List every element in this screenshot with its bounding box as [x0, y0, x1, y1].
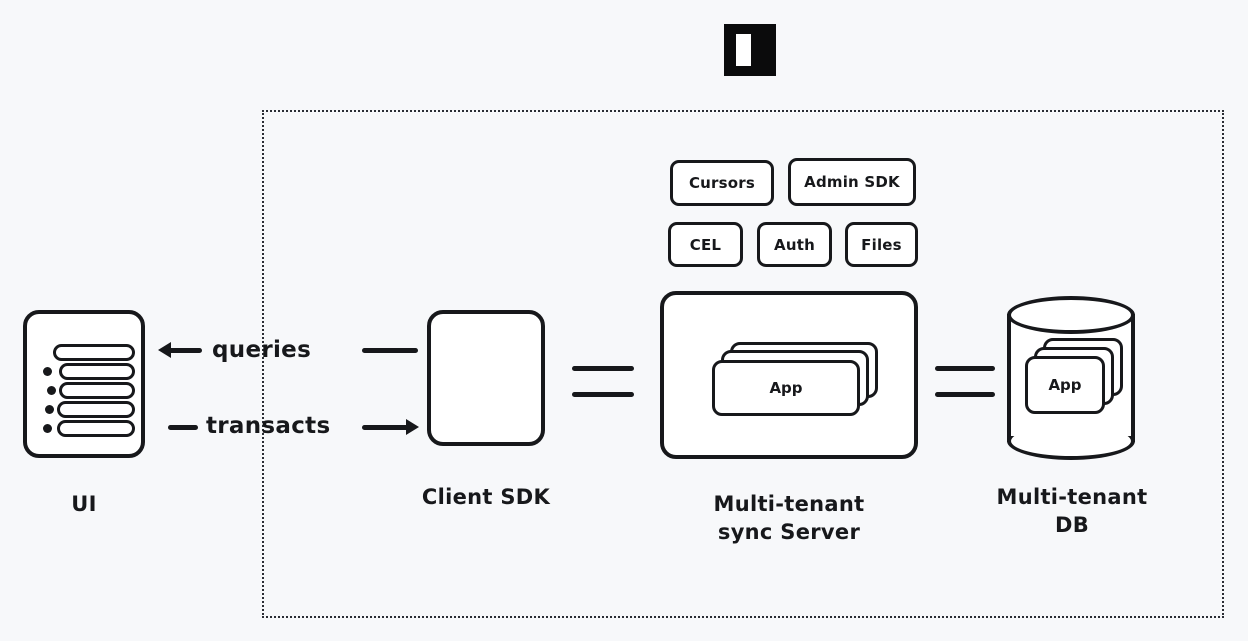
transacts-edge-segment-left — [168, 425, 198, 430]
feature-chip-cel[interactable]: CEL — [668, 222, 743, 267]
list-bar — [53, 344, 135, 361]
feature-chip-label: Admin SDK — [804, 173, 900, 191]
platform-boundary — [262, 110, 1224, 618]
node-sync-server[interactable]: App — [660, 291, 918, 459]
node-ui[interactable] — [23, 310, 145, 458]
feature-chip-label: Files — [861, 235, 902, 254]
list-bullet-dot — [47, 386, 56, 395]
app-card-stack: App — [712, 342, 878, 416]
cylinder-top-ellipse — [1007, 296, 1135, 334]
feature-chip-label: CEL — [689, 235, 722, 254]
list-bar — [57, 401, 135, 418]
queries-edge-segment-left — [168, 348, 202, 353]
app-card-front: App — [1025, 356, 1105, 414]
list-bar — [57, 420, 135, 437]
queries-edge-segment-right — [362, 348, 418, 353]
edge-label-queries: queries — [212, 337, 312, 363]
connector-client-server-top — [572, 366, 634, 371]
connector-server-db-top — [935, 366, 995, 371]
list-document-icon — [43, 344, 135, 437]
instantdb-logo-icon — [724, 24, 776, 76]
list-row — [43, 363, 135, 380]
node-multi-tenant-db[interactable]: App — [1007, 296, 1135, 460]
connector-server-db-bottom — [935, 392, 995, 397]
list-bullet-dot — [43, 424, 52, 433]
logo-bar — [736, 34, 751, 66]
list-row — [43, 382, 135, 399]
transacts-edge-segment-right — [362, 425, 410, 430]
feature-chip-admin-sdk[interactable]: Admin SDK — [788, 158, 916, 206]
transacts-arrowhead-icon — [406, 419, 419, 435]
connector-client-server-bottom — [572, 392, 634, 397]
node-multi-tenant-db-label: Multi-tenant DB — [996, 485, 1148, 538]
node-sync-server-label: Multi-tenant sync Server — [713, 492, 865, 545]
app-card-stack: App — [1025, 338, 1123, 414]
node-ui-label: UI — [71, 492, 97, 516]
feature-chip-cursors[interactable]: Cursors — [670, 160, 774, 206]
feature-chip-auth[interactable]: Auth — [757, 222, 832, 267]
list-row — [43, 420, 135, 437]
app-card-label: App — [1048, 376, 1082, 394]
feature-chip-files[interactable]: Files — [845, 222, 918, 267]
app-card-front: App — [712, 360, 860, 416]
list-bullet-dot — [43, 367, 52, 376]
app-card-label: App — [769, 379, 803, 397]
node-client-sdk[interactable] — [427, 310, 545, 446]
list-row — [43, 401, 135, 418]
edge-label-transacts: transacts — [206, 413, 331, 439]
list-bullet-dot — [45, 405, 54, 414]
queries-arrowhead-icon — [158, 342, 171, 358]
list-row — [43, 344, 135, 361]
list-bar — [59, 363, 135, 380]
node-client-sdk-label: Client SDK — [421, 485, 551, 509]
feature-chip-label: Cursors — [688, 174, 756, 192]
feature-chip-label: Auth — [774, 235, 815, 254]
list-bar — [59, 382, 135, 399]
